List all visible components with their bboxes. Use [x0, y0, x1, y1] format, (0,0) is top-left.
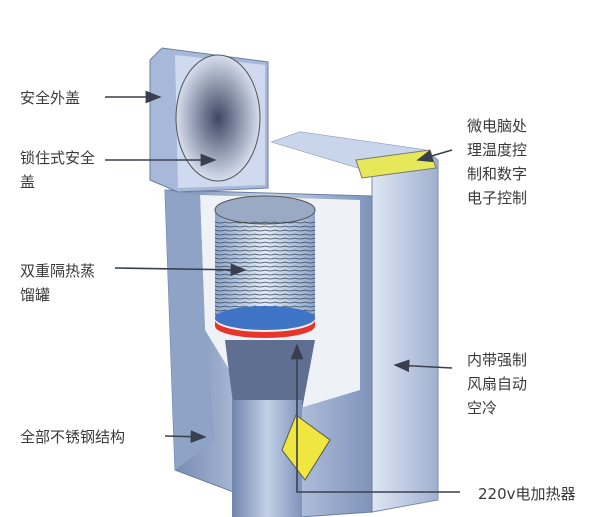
coil-line [214, 281, 316, 284]
coil-line [214, 297, 316, 300]
coil-line [214, 237, 316, 240]
coil-line [214, 233, 316, 236]
label-locking-lid: 锁住式安全 盖 [20, 149, 96, 191]
coil-line [214, 249, 316, 252]
label-outer-lid: 安全外盖 [20, 89, 81, 107]
coil-line [214, 301, 316, 304]
coil-line [214, 225, 316, 228]
label-controller: 微电脑处 理温度控 制和数字 电子控制 [467, 117, 528, 207]
distillation-tank [214, 195, 316, 338]
coil-line [214, 229, 316, 232]
coil-line [214, 221, 316, 224]
coil-line [214, 285, 316, 288]
coil-line [214, 277, 316, 280]
coil-line [214, 241, 316, 244]
coil-line [214, 245, 316, 248]
coil-line [214, 257, 316, 260]
warning-sign [281, 414, 331, 481]
label-fan: 内带强制 风扇自动 空冷 [467, 351, 528, 417]
label-distill-tank: 双重隔热蒸 馏罐 [20, 262, 96, 304]
cabinet [270, 131, 439, 513]
label-heater: 220v电加热器 [478, 485, 576, 503]
coil-line [214, 289, 316, 292]
outer-lid [149, 47, 269, 193]
callout-arrows [105, 90, 460, 493]
heating-plate [215, 320, 315, 338]
label-stainless: 全部不锈钢结构 [20, 428, 126, 446]
control-panel [355, 149, 437, 179]
coil-line [214, 253, 316, 256]
coil-line [214, 293, 316, 296]
coil-line [214, 261, 316, 264]
